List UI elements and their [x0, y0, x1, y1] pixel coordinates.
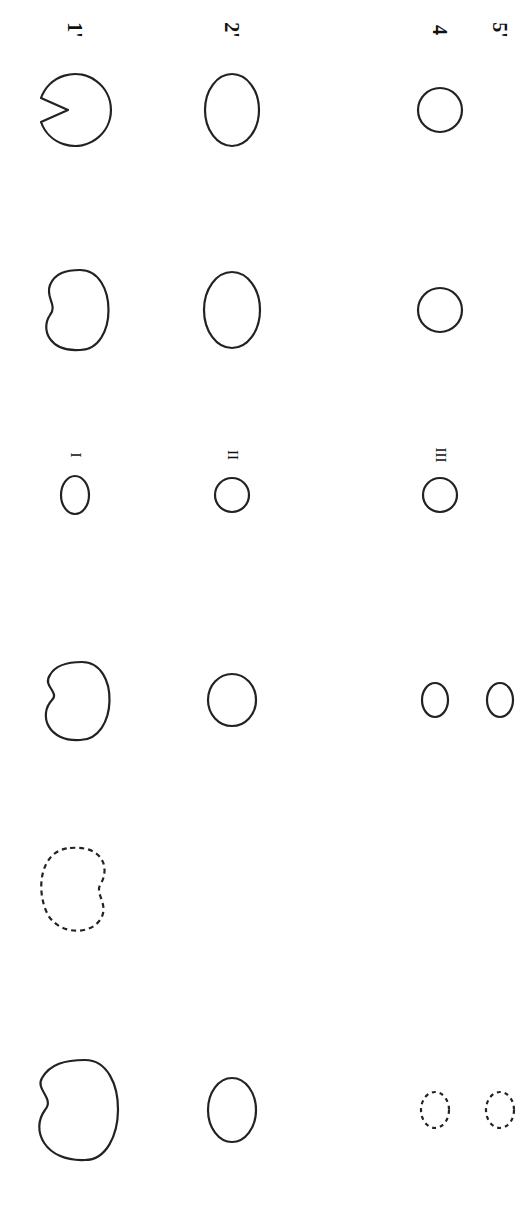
kidney-cell — [46, 662, 110, 740]
small-circle — [215, 478, 249, 512]
dashed-oval — [421, 1092, 449, 1128]
dashed-oval — [486, 1092, 514, 1128]
small-oval — [422, 683, 448, 717]
kidney-cell — [46, 270, 108, 350]
row-label: 5' — [490, 22, 510, 38]
circle-cell — [418, 88, 462, 132]
row-label: 1' — [65, 22, 85, 38]
small-oval — [487, 683, 513, 717]
small-oval — [61, 476, 89, 514]
roman-numeral: II — [225, 450, 240, 460]
oval-cell — [205, 74, 259, 146]
row-label: 2' — [222, 22, 242, 38]
oval-cell — [208, 1078, 256, 1142]
dashed-kidney — [41, 848, 104, 931]
circle-cell — [418, 288, 462, 332]
notched-cell — [41, 74, 111, 146]
roman-numeral: III — [433, 448, 448, 463]
roman-numeral: I — [68, 453, 83, 458]
large-kidney — [39, 1060, 118, 1160]
oval-cell — [208, 674, 256, 726]
small-circle — [423, 478, 457, 512]
row-label: 4 — [430, 25, 450, 35]
oval-cell — [204, 272, 260, 348]
